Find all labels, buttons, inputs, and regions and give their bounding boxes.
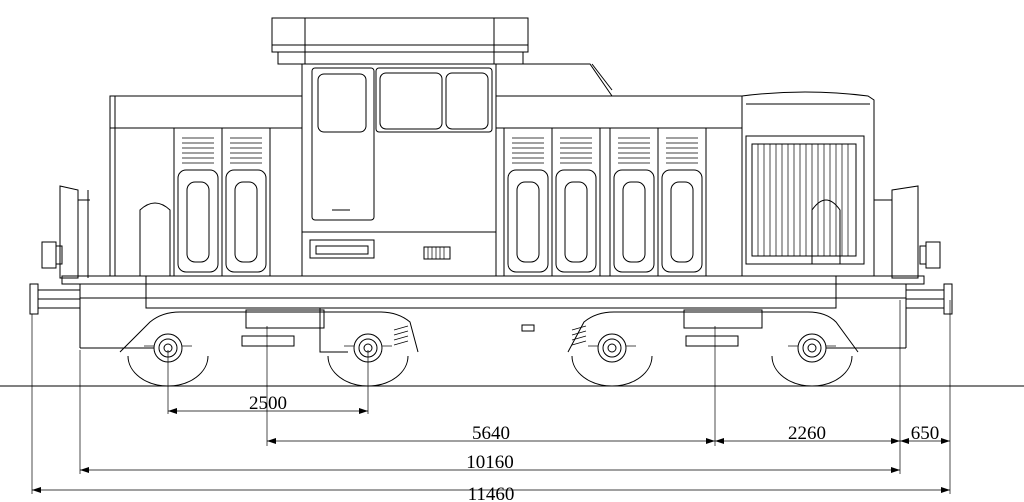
dim-5640: 5640 xyxy=(472,423,510,444)
left-buffer xyxy=(29,283,81,315)
hood-door-panel xyxy=(609,127,659,277)
hood-door-panel xyxy=(173,127,223,277)
cab-window-2 xyxy=(445,72,489,130)
dim-2500: 2500 xyxy=(249,393,287,414)
dim-650: 650 xyxy=(911,423,940,444)
cab-body xyxy=(301,63,497,277)
hood-doors xyxy=(173,127,707,277)
hood-door-panel xyxy=(503,127,553,277)
cab-grille xyxy=(423,246,451,260)
left-end-shield xyxy=(59,185,90,279)
cab-door xyxy=(311,67,375,221)
dimension-lines xyxy=(31,300,951,494)
hood-door-panel xyxy=(221,127,271,277)
radiator-section xyxy=(741,91,875,277)
left-lamp xyxy=(41,241,63,269)
long-hood xyxy=(495,95,743,277)
wheels xyxy=(127,333,853,387)
wheel xyxy=(771,333,853,387)
hood-door-panel xyxy=(551,127,601,277)
bogie-right xyxy=(567,309,859,353)
right-buffer xyxy=(905,283,953,315)
cab-door-window xyxy=(317,73,367,133)
dim-2260: 2260 xyxy=(788,423,826,444)
wheel xyxy=(571,333,653,387)
hood-door-panel xyxy=(657,127,707,277)
right-lamp xyxy=(919,241,941,269)
dim-10160: 10160 xyxy=(466,452,514,473)
short-hood xyxy=(109,95,302,277)
cab-window-1 xyxy=(379,72,443,130)
right-end-shield xyxy=(874,185,919,279)
radiator-grille xyxy=(751,143,857,257)
bogie-left xyxy=(119,308,419,353)
frame-marker xyxy=(521,324,535,332)
dim-11460: 11460 xyxy=(468,484,515,502)
